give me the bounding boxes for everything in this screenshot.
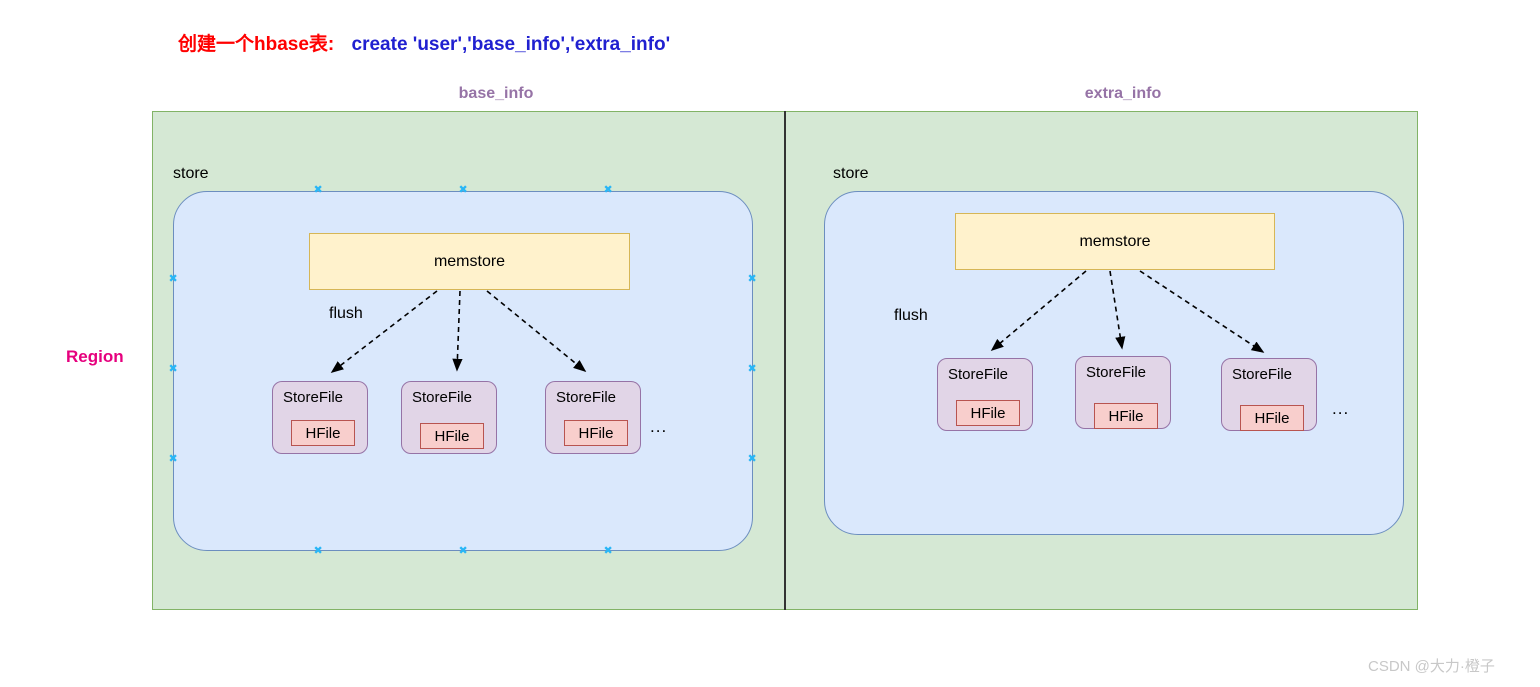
selection-handle-top-left[interactable] (314, 185, 323, 194)
flush-label-extra-info: flush (894, 307, 928, 324)
storefile-box[interactable]: StoreFile HFile (545, 381, 641, 454)
hfile-box[interactable]: HFile (291, 420, 355, 446)
selection-handle-top-right[interactable] (604, 185, 613, 194)
storefile-box[interactable]: StoreFile HFile (1221, 358, 1317, 431)
memstore-box-base-info[interactable]: memstore (309, 233, 630, 290)
title-chinese-text: 创建一个hbase表: (178, 34, 335, 55)
selection-handle-left-upper[interactable] (169, 274, 178, 283)
storefile-box[interactable]: StoreFile HFile (272, 381, 368, 454)
title-hbase-command: create 'user','base_info','extra_info' (351, 34, 671, 55)
storefile-box[interactable]: StoreFile HFile (937, 358, 1033, 431)
selection-handle-bottom-center[interactable] (459, 546, 468, 555)
column-family-label-base-info: base_info (458, 85, 534, 102)
selection-handle-top-center[interactable] (459, 185, 468, 194)
diagram-title: 创建一个hbase表: create 'user','base_info','e… (178, 29, 670, 56)
selection-handle-left-middle[interactable] (169, 364, 178, 373)
csdn-watermark: CSDN @大力·橙子 (1368, 658, 1495, 675)
store-label-base-info: store (173, 165, 209, 182)
selection-handle-right-upper[interactable] (748, 274, 757, 283)
column-family-label-extra-info: extra_info (1084, 85, 1162, 102)
storefile-label: StoreFile (283, 389, 344, 406)
selection-handle-bottom-left[interactable] (314, 546, 323, 555)
hfile-box[interactable]: HFile (1240, 405, 1304, 431)
storefile-label: StoreFile (412, 389, 473, 406)
hfile-box[interactable]: HFile (1094, 403, 1158, 429)
storefile-label: StoreFile (1232, 366, 1293, 383)
flush-label-base-info: flush (329, 305, 363, 322)
hfile-box[interactable]: HFile (420, 423, 484, 449)
storefile-box[interactable]: StoreFile HFile (401, 381, 497, 454)
hfile-box[interactable]: HFile (956, 400, 1020, 426)
selection-handle-left-lower[interactable] (169, 454, 178, 463)
storefile-label: StoreFile (948, 366, 1009, 383)
region-label: Region (66, 347, 124, 366)
selection-handle-right-lower[interactable] (748, 454, 757, 463)
storefile-label: StoreFile (556, 389, 617, 406)
region-divider-line (784, 111, 786, 610)
store-label-extra-info: store (833, 165, 869, 182)
storefile-box[interactable]: StoreFile HFile (1075, 356, 1171, 429)
hfile-box[interactable]: HFile (564, 420, 628, 446)
storefile-label: StoreFile (1086, 364, 1147, 381)
selection-handle-right-middle[interactable] (748, 364, 757, 373)
memstore-box-extra-info[interactable]: memstore (955, 213, 1275, 270)
storefile-more-indicator: ... (650, 417, 668, 436)
selection-handle-bottom-right[interactable] (604, 546, 613, 555)
storefile-more-indicator: ... (1332, 399, 1350, 418)
